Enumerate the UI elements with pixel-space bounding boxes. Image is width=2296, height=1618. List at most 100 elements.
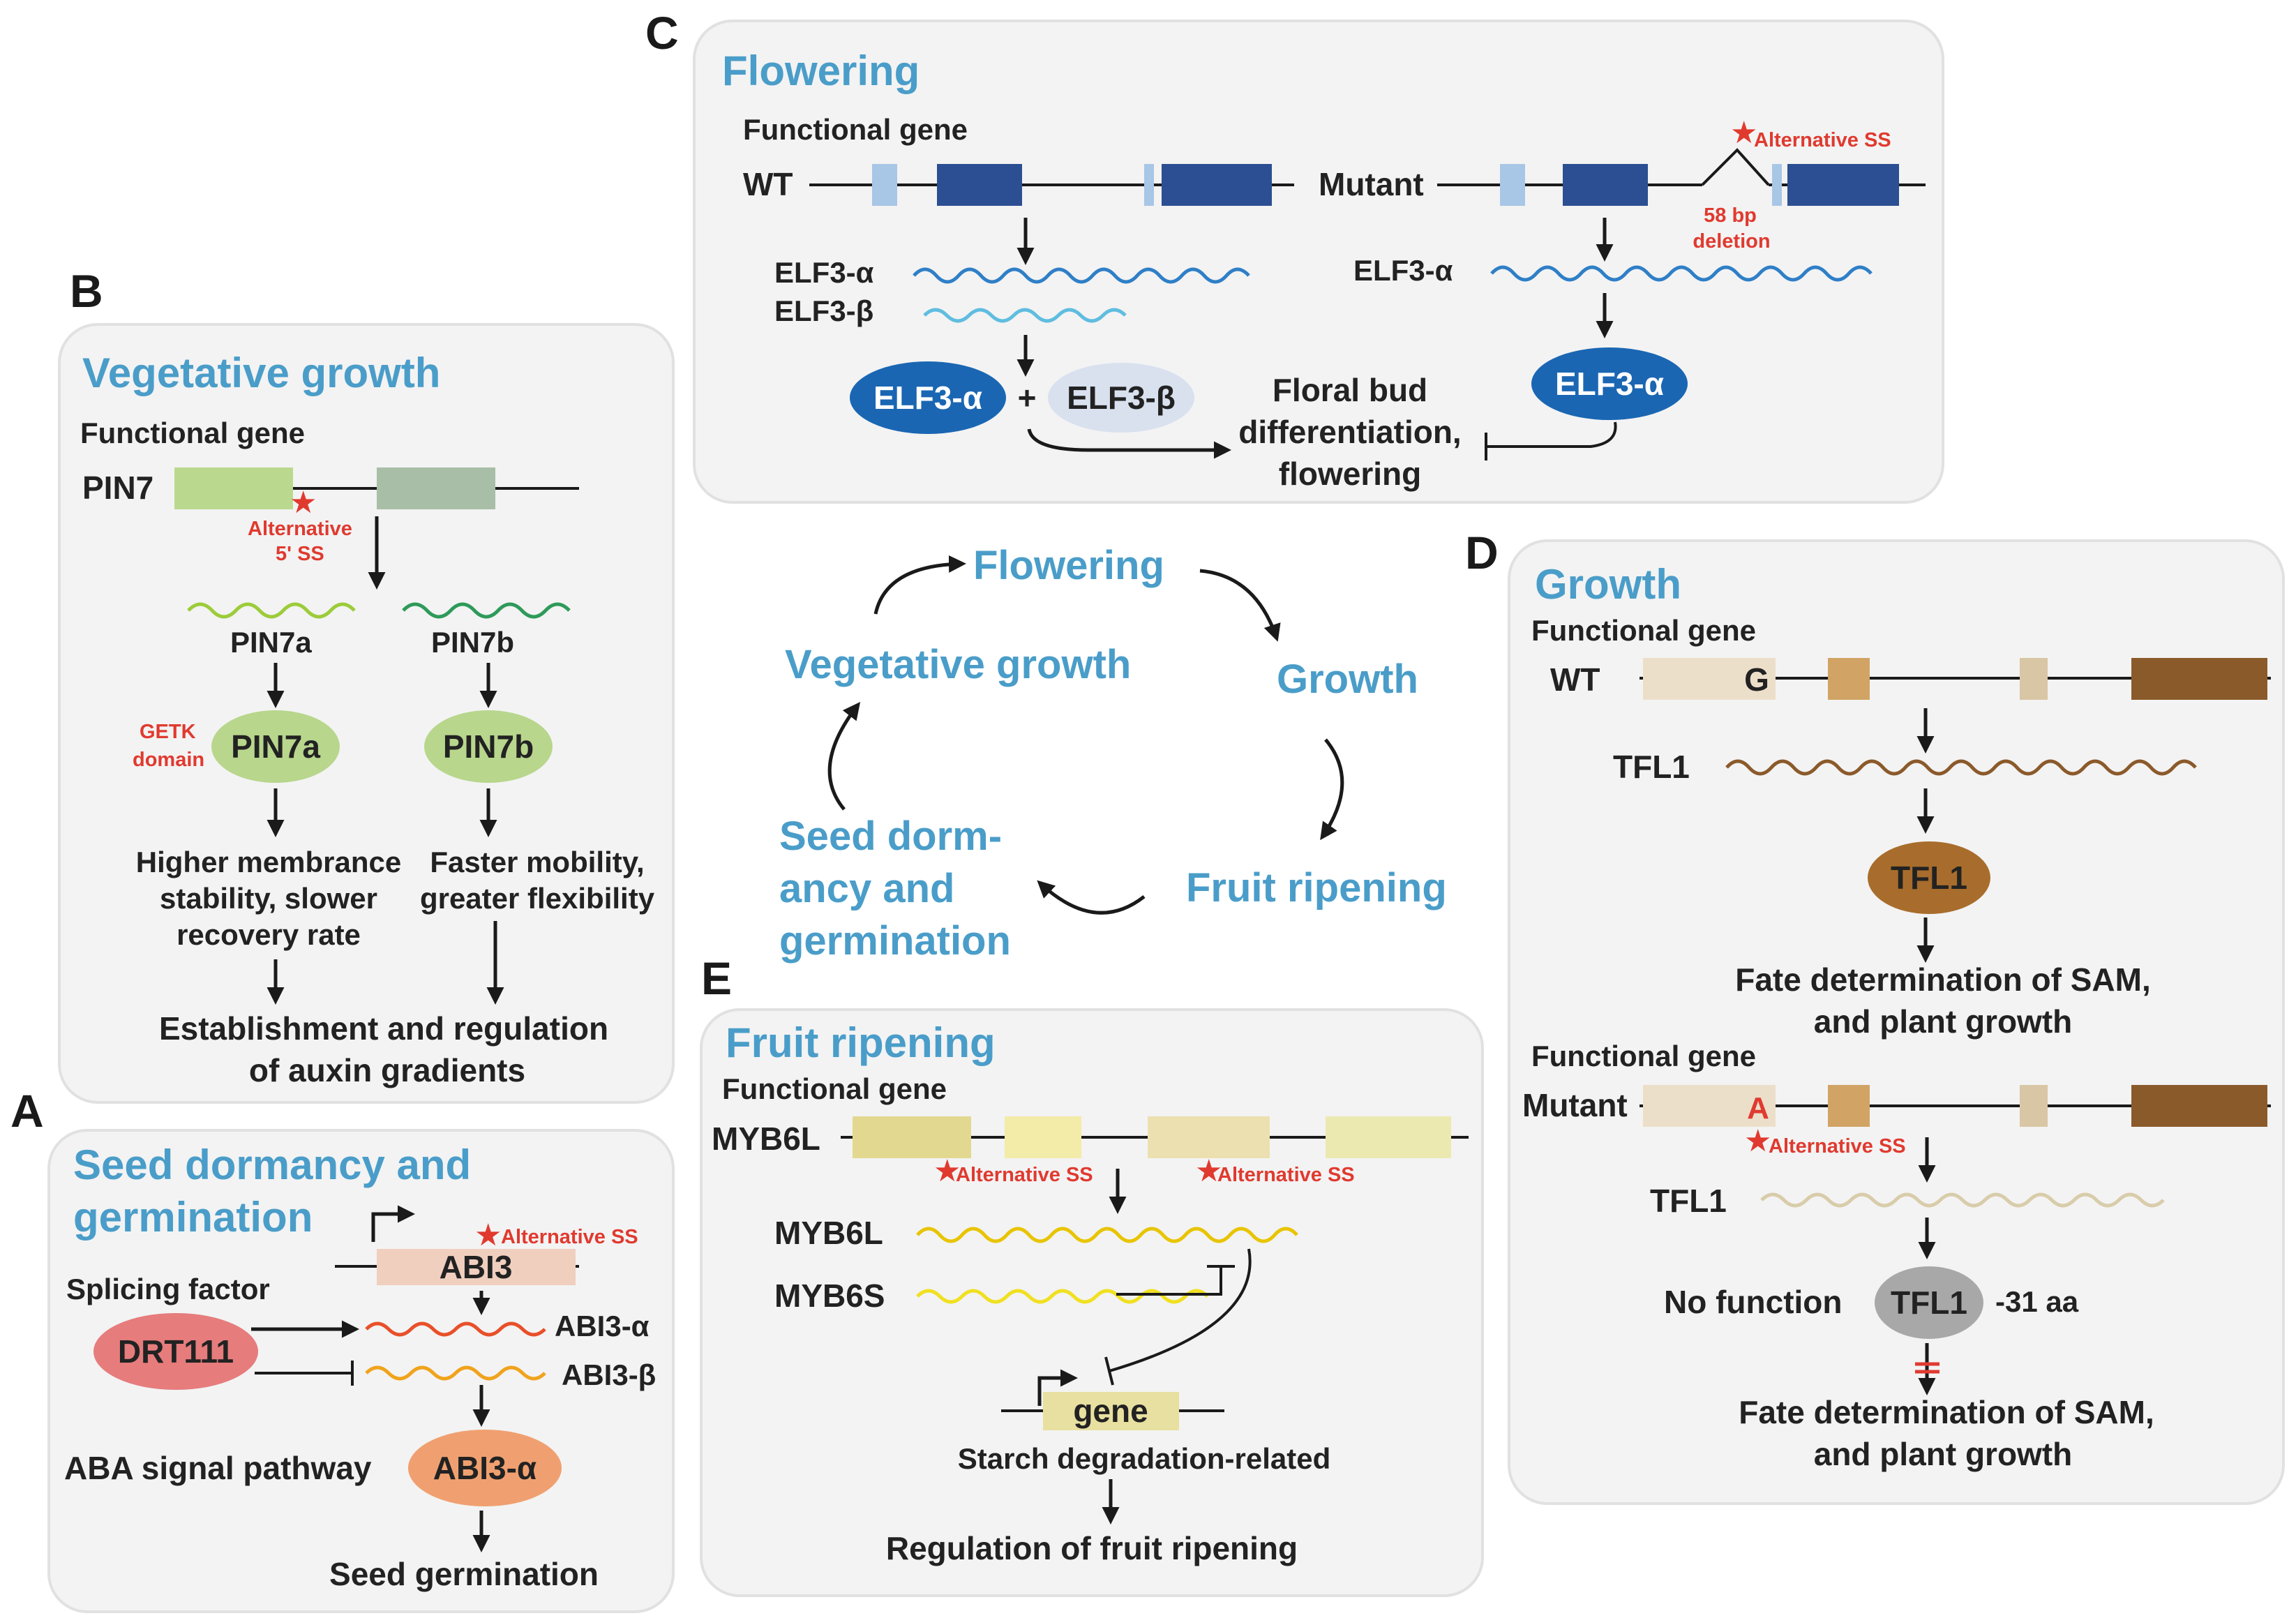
- panel-b-result-line2: of auxin gradients: [249, 1052, 525, 1088]
- life-cycle: Flowering Vegetative growth Growth Fruit…: [779, 543, 1447, 964]
- elf3-beta-protein-label: ELF3-β: [1067, 380, 1176, 416]
- panel-d-result-line2: and plant growth: [1814, 1003, 2073, 1040]
- pin7b-transcript-wave: [402, 602, 571, 619]
- pin7a-transcript-wave: [187, 602, 356, 619]
- tfl1-mut-exon-4: [2131, 1085, 2267, 1127]
- panel-e-functional-gene-label: Functional gene: [722, 1072, 947, 1105]
- panel-b-box: [58, 323, 675, 1104]
- tfl1-mut-protein-label: TFL1: [1891, 1284, 1967, 1321]
- pin7-alt-site-line2: 5' SS: [276, 543, 324, 565]
- elf3-mut-exon-4: [1787, 164, 1899, 206]
- panel-b-title: Vegetative growth: [82, 350, 440, 396]
- tfl1-mut-transcript-label: TFL1: [1650, 1183, 1727, 1219]
- elf3-wt-exon-1: [872, 164, 897, 206]
- myb6l-exon-2: [1005, 1116, 1081, 1158]
- pin7b-effect-line2: greater flexibility: [420, 882, 655, 915]
- elf3-wt-alpha-label: ELF3-α: [774, 256, 874, 289]
- myb6l-inhibit-bar: [1104, 1356, 1114, 1386]
- elf3-wt-exon-4: [1162, 164, 1272, 206]
- pin7b-transcript-label: PIN7b: [431, 626, 514, 659]
- panel-d: Growth Functional gene WT G TFL1 TFL1 Fa…: [1522, 561, 2271, 1472]
- tfl1-wt-exon-3: [2020, 658, 2048, 700]
- pin7a-effect-line1: Higher membrance: [136, 846, 401, 878]
- panel-letter-d: D: [1465, 527, 1499, 578]
- panel-letter-c: C: [645, 7, 679, 59]
- tfl1-mutant-label: Mutant: [1522, 1087, 1628, 1123]
- panel-c-result-line2: differentiation,: [1238, 414, 1461, 450]
- pin7a-protein-label: PIN7a: [231, 728, 320, 765]
- tfl1-wt-label: WT: [1550, 661, 1600, 698]
- pin7b-protein: [424, 710, 553, 783]
- panel-d-mut-result-line1: Fate determination of SAM,: [1739, 1394, 2154, 1430]
- cycle-arrow-veg-to-flower: [873, 555, 966, 615]
- tfl1-no-function-label: No function: [1664, 1284, 1843, 1320]
- abi3-alpha-label: ABI3-α: [555, 1310, 650, 1342]
- panel-e-result: Regulation of fruit ripening: [886, 1530, 1298, 1566]
- tfl1-mut-exon-1: [1643, 1085, 1776, 1127]
- panel-a-title-line2: germination: [73, 1194, 313, 1241]
- tfl1-wt-transcript-label: TFL1: [1613, 749, 1690, 785]
- myb6l-gene-label: MYB6L: [712, 1121, 820, 1157]
- elf3-wt-beta-wave: [923, 308, 1127, 323]
- abi3-gene-label: ABI3: [440, 1249, 513, 1285]
- panel-e: Fruit ripening Functional gene MYB6L ★ A…: [712, 1019, 1469, 1566]
- panel-b-functional-gene-label: Functional gene: [80, 417, 305, 449]
- elf3-mut-exon-3: [1772, 164, 1782, 206]
- pin7a-effect-line2: stability, slower: [160, 882, 377, 915]
- drt111-factor: [93, 1313, 258, 1390]
- elf3-deletion-line1: 58 bp: [1704, 204, 1757, 227]
- elf3-alpha-protein-label: ELF3-α: [873, 380, 982, 416]
- target-gene-box: [1043, 1392, 1179, 1430]
- elf3-mut-alpha-label: ELF3-α: [1353, 254, 1453, 287]
- target-gene-promoter-arrow: [1037, 1369, 1078, 1406]
- elf3-wt-exon-3: [1144, 164, 1154, 206]
- panel-d-result-line1: Fate determination of SAM,: [1735, 961, 2150, 998]
- myb6l-wave: [916, 1227, 1298, 1243]
- cycle-arrow-growth-to-ripening: [1320, 738, 1344, 841]
- elf3-plus-sign: +: [1018, 380, 1037, 416]
- panel-c: Flowering Functional gene WT ELF3-α ELF3…: [722, 47, 1926, 492]
- tfl1-mut-exon-3: [2020, 1085, 2048, 1127]
- tfl1-alt-star-icon: ★: [1744, 1124, 1771, 1158]
- panel-a-title-line1: Seed dormancy and: [73, 1141, 471, 1188]
- cycle-growth: Growth: [1277, 657, 1418, 702]
- cycle-seed-line2: ancy and: [779, 866, 954, 911]
- panel-d-functional-gene-label-2: Functional gene: [1531, 1040, 1756, 1072]
- myb6l-exon-4: [1326, 1116, 1451, 1158]
- elf3-alt-star-icon: ★: [1730, 116, 1757, 150]
- tfl1-protein: [1868, 841, 1990, 914]
- elf3-complex-promote-arrow: [1027, 428, 1231, 459]
- myb6l-alt-star-icon-2: ★: [1195, 1154, 1222, 1188]
- pin7a-protein: [211, 710, 340, 783]
- panel-b-result-line1: Establishment and regulation: [159, 1010, 608, 1047]
- drt111-label: DRT111: [118, 1333, 234, 1370]
- pin7b-protein-label: PIN7b: [443, 728, 534, 765]
- abi3-beta-wave: [365, 1365, 546, 1381]
- abi3-alt-star-icon: ★: [474, 1218, 502, 1252]
- abi3-alpha-wave: [365, 1321, 546, 1337]
- abi3-alt-site-label: Alternative SS: [501, 1226, 638, 1248]
- getk-domain-line1: GETK: [140, 721, 196, 743]
- myb6l-exon-3: [1148, 1116, 1270, 1158]
- aba-pathway-label: ABA signal pathway: [64, 1450, 372, 1486]
- tfl1-mut-protein: [1875, 1266, 1983, 1339]
- tfl1-wt-wave: [1725, 759, 2197, 776]
- tfl1-truncation-label: -31 aa: [1995, 1285, 2079, 1318]
- pin7a-effect-line3: recovery rate: [177, 918, 361, 951]
- pin7-gene-label: PIN7: [82, 470, 153, 506]
- tfl1-mut-base: A: [1747, 1091, 1769, 1125]
- panel-b: Vegetative growth Functional gene PIN7 ★…: [80, 350, 655, 1088]
- elf3-mut-alpha-protein: [1531, 347, 1688, 420]
- cycle-seed-line1: Seed dorm-: [779, 814, 1002, 859]
- elf3-mut-alpha-protein-label: ELF3-α: [1555, 366, 1664, 402]
- elf3-alt-site-label: Alternative SS: [1754, 129, 1891, 151]
- abi3-alpha-protein: [408, 1430, 562, 1506]
- tfl1-wt-exon-4: [2131, 658, 2267, 700]
- elf3-deletion-line2: deletion: [1693, 230, 1770, 253]
- tfl1-mut-exon-2: [1828, 1085, 1870, 1127]
- elf3-mutant-label: Mutant: [1319, 166, 1424, 202]
- panel-c-title: Flowering: [722, 47, 920, 94]
- abi3-alpha-protein-label: ABI3-α: [433, 1450, 537, 1486]
- pin7-exon-1: [174, 467, 293, 509]
- elf3-mut-exon-2: [1563, 164, 1648, 206]
